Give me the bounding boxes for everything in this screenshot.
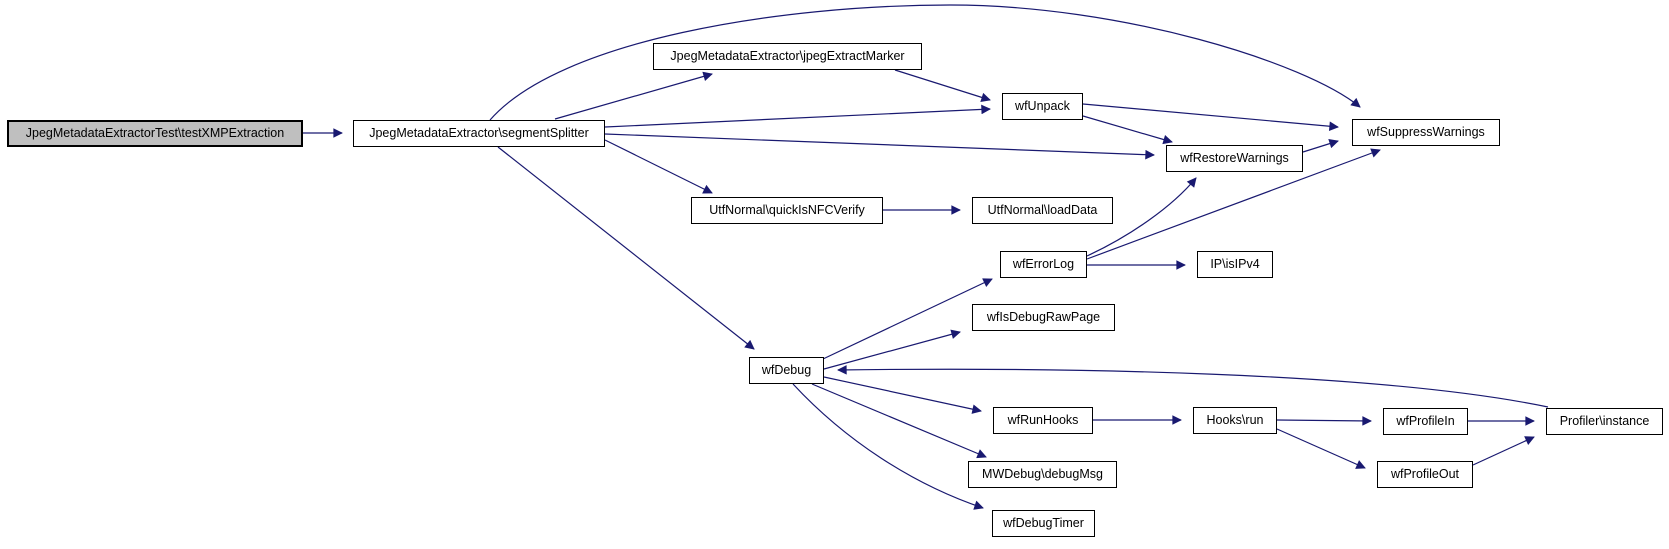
graph-edge-wfUnpack-to-wfSuppressWarnings xyxy=(1082,103,1339,132)
graph-edge-segmentSplitter-to-wfUnpack xyxy=(604,104,991,128)
graph-node-wfRunHooks[interactable]: wfRunHooks xyxy=(993,407,1093,434)
graph-edge-wfDebug-to-wfErrorLog xyxy=(822,278,993,360)
graph-edge-wfRestoreWarnings-to-wfSuppressWarnings xyxy=(1302,139,1339,153)
graph-edge-segmentSplitter-to-wfRestoreWarnings xyxy=(604,133,1155,160)
graph-node-wfUnpack[interactable]: wfUnpack xyxy=(1002,93,1083,120)
graph-edge-segmentSplitter-to-wfSuppressWarnings xyxy=(489,4,1361,121)
graph-edge-hooksRun-to-wfProfileIn xyxy=(1276,416,1372,426)
graph-edge-wfUnpack-to-wfRestoreWarnings xyxy=(1082,115,1173,145)
graph-node-wfSuppressWarnings[interactable]: wfSuppressWarnings xyxy=(1352,119,1500,146)
graph-node-segmentSplitter[interactable]: JpegMetadataExtractor\segmentSplitter xyxy=(353,120,605,147)
graph-node-wfDebug[interactable]: wfDebug xyxy=(749,357,824,384)
graph-node-wfRestoreWarnings[interactable]: wfRestoreWarnings xyxy=(1166,145,1303,172)
graph-node-isIPv4[interactable]: IP\isIPv4 xyxy=(1197,251,1273,278)
graph-node-wfErrorLog[interactable]: wfErrorLog xyxy=(1000,251,1087,278)
graph-edge-wfDebug-to-MWDebugDebugMsg xyxy=(811,383,987,459)
graph-node-loadData[interactable]: UtfNormal\loadData xyxy=(972,197,1113,224)
graph-node-wfIsDebugRawPage[interactable]: wfIsDebugRawPage xyxy=(972,304,1115,331)
graph-edge-jpegExtractMarker-to-wfUnpack xyxy=(894,69,991,102)
graph-edge-wfDebug-to-wfRunHooks xyxy=(823,376,982,414)
graph-edge-wfDebug-to-wfDebugTimer xyxy=(792,383,984,510)
graph-edge-profilerInstance-to-wfDebug xyxy=(837,365,1549,408)
graph-node-profilerInstance[interactable]: Profiler\instance xyxy=(1546,408,1663,435)
graph-edge-hooksRun-to-wfProfileOut xyxy=(1276,428,1366,469)
graph-node-quickIsNFCVerify[interactable]: UtfNormal\quickIsNFCVerify xyxy=(691,197,883,224)
graph-node-jpegExtractMarker[interactable]: JpegMetadataExtractor\jpegExtractMarker xyxy=(653,43,922,70)
graph-node-hooksRun[interactable]: Hooks\run xyxy=(1193,407,1277,434)
graph-edge-segmentSplitter-to-jpegExtractMarker xyxy=(554,71,713,120)
graph-node-testXMPExtraction[interactable]: JpegMetadataExtractorTest\testXMPExtract… xyxy=(7,120,303,147)
graph-edge-segmentSplitter-to-quickIsNFCVerify xyxy=(604,139,713,194)
graph-node-wfProfileOut[interactable]: wfProfileOut xyxy=(1377,461,1473,488)
graph-node-MWDebugDebugMsg[interactable]: MWDebug\debugMsg xyxy=(968,461,1117,488)
graph-node-wfProfileIn[interactable]: wfProfileIn xyxy=(1383,408,1468,435)
graph-edge-segmentSplitter-to-wfDebug xyxy=(497,146,755,350)
graph-edge-wfProfileOut-to-profilerInstance xyxy=(1472,436,1535,466)
graph-node-wfDebugTimer[interactable]: wfDebugTimer xyxy=(992,510,1095,537)
graph-edge-wfDebug-to-wfIsDebugRawPage xyxy=(823,329,961,370)
